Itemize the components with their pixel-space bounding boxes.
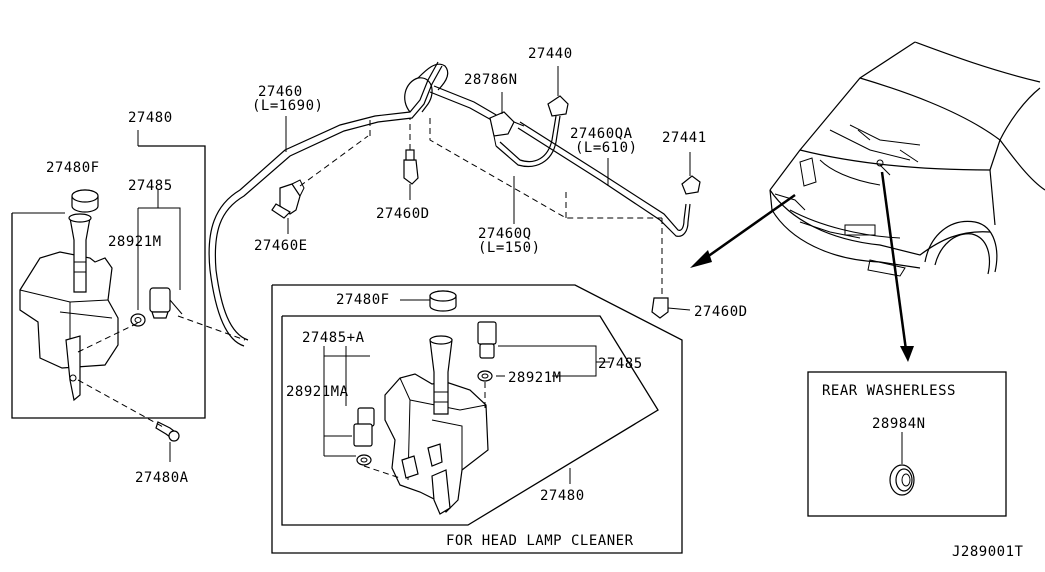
rear-washerless-title: REAR WASHERLESS [822, 383, 956, 399]
label-27460: 27460 [258, 84, 303, 100]
inset-tank-cap-part [429, 290, 457, 312]
label-28921M-inset: 28921M [508, 370, 562, 386]
part-labels: 27480 27480F 27485 28921M 27480A 27460 (… [46, 46, 1024, 560]
label-27460Q-length: (L=150) [478, 240, 541, 256]
rear-grommet-28984N [889, 464, 915, 496]
label-27460E: 27460E [254, 238, 308, 254]
check-valve-28786N [489, 92, 525, 147]
label-27460QA: 27460QA [570, 126, 633, 142]
washer-nozzle-27441 [681, 152, 701, 195]
label-27480-top: 27480 [128, 110, 173, 126]
label-27480F-left: 27480F [46, 160, 100, 176]
tank-group-bracket [11, 145, 206, 419]
hose-clip-27460D-mid [403, 118, 419, 200]
washer-tank-part [19, 213, 119, 402]
label-28921MA: 28921MA [286, 384, 349, 400]
hose-clip-27460D-right [651, 297, 691, 319]
left-tank-group [11, 130, 246, 462]
inset-pump-left-part [353, 407, 375, 466]
label-28921M-left: 28921M [108, 234, 162, 250]
label-27480F-inset: 27480F [336, 292, 390, 308]
headlamp-cleaner-inset [271, 284, 683, 554]
label-27460Q: 27460Q [478, 226, 532, 242]
label-27460D-mid: 27460D [376, 206, 430, 222]
callout-arrows [690, 171, 914, 362]
diagram-code: J289001T [952, 544, 1024, 560]
label-28984N: 28984N [872, 416, 926, 432]
label-27485A: 27485+A [302, 330, 365, 346]
inset-washer-tank-part [384, 335, 489, 515]
headlamp-cleaner-caption: FOR HEAD LAMP CLEANER [446, 533, 634, 549]
label-27485-inset: 27485 [598, 356, 643, 372]
rear-washerless-inset [807, 371, 1007, 517]
label-27485-left: 27485 [128, 178, 173, 194]
label-27440: 27440 [528, 46, 573, 62]
tank-cap-part [71, 189, 99, 213]
label-27480-inset: 27480 [540, 488, 585, 504]
label-27460D-right: 27460D [694, 304, 748, 320]
inset-pump-right-part [477, 321, 497, 382]
label-27460QA-length: (L=610) [575, 140, 638, 156]
label-27460-length: (L=1690) [252, 98, 323, 114]
label-28786N: 28786N [464, 72, 518, 88]
label-27480A: 27480A [135, 470, 189, 486]
washer-hose-27460QA [517, 121, 691, 237]
washer-nozzle-27440 [495, 66, 569, 167]
label-27441: 27441 [662, 130, 707, 146]
pump-grommet-part [130, 313, 146, 327]
hose-clip-27460E [271, 120, 371, 234]
washer-hose-27460 [208, 61, 499, 347]
vehicle-illustration [769, 41, 1045, 277]
washer-pump-part [149, 287, 183, 319]
